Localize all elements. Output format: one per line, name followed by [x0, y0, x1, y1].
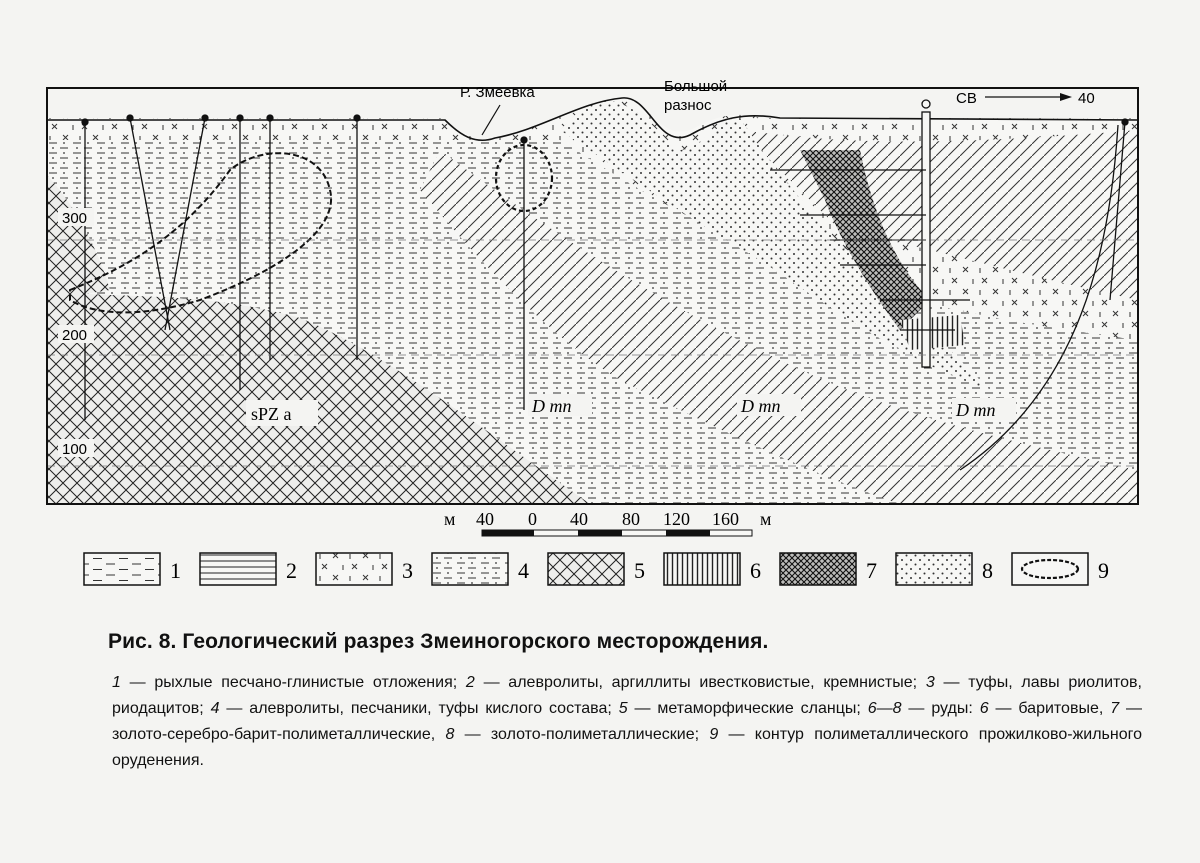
caption-item-number: 3	[925, 674, 935, 691]
caption-item-text: — рыхлые песчано-глинистые отложения;	[120, 674, 466, 691]
scale-unit-right: м	[760, 509, 771, 529]
caption-item-text: — алевролиты, аргиллиты ивестковистые, к…	[474, 674, 926, 691]
caption-item-number: 7	[1110, 700, 1120, 717]
caption-item-text: — золото-серебро-барит-полиметаллические…	[112, 700, 1143, 743]
caption-item-text: — золото-полиметаллические;	[454, 726, 710, 743]
legend-number-6: 6	[750, 558, 761, 583]
legend-contour-icon	[1020, 558, 1080, 580]
unit-label-d2: D mn	[740, 396, 781, 416]
direction-arrow-head	[1060, 93, 1072, 101]
scale-tick-label: 40	[570, 509, 588, 529]
legend-number-1: 1	[170, 558, 181, 583]
legend-number-4: 4	[518, 558, 529, 583]
caption-item-number: 1	[112, 674, 121, 691]
scale-bar: м 40 0 40 80 120 160 м	[444, 509, 771, 537]
ore-barite	[900, 315, 965, 350]
caption-item-number: 6	[979, 700, 989, 717]
legend-swatch-6	[663, 552, 741, 586]
ground-surface	[47, 97, 1138, 142]
section-frame	[46, 87, 1139, 505]
legend-number-8: 8	[982, 558, 993, 583]
legend-number-7: 7	[866, 558, 877, 583]
drill-holes	[81, 114, 1129, 420]
scale-unit-left: м	[444, 509, 455, 529]
unit-label-d1: D mn	[531, 396, 572, 416]
river-leader-line	[481, 104, 501, 136]
figure-caption-title: Рис. 8. Геологический разрез Змеиногорск…	[108, 630, 769, 653]
legend-swatch-4	[431, 552, 509, 586]
section-body	[47, 88, 1138, 504]
layer-loose-sediments	[47, 88, 1138, 140]
scale-tick-label: 160	[712, 509, 739, 529]
ore-gold-polymetallic	[560, 99, 990, 390]
legend-swatch-1	[83, 552, 161, 586]
legend-swatch-5	[547, 552, 625, 586]
river-label: Р. Змеевка	[460, 84, 535, 101]
caption-item-text: — туфы, лавы риолитов, риодацитов;	[112, 674, 1142, 717]
figure-caption-text: 1 — рыхлые песчано-глинистые отложения; …	[112, 670, 1142, 774]
unit-label-d3: D mn	[955, 400, 996, 420]
direction-start-label: СВ	[956, 90, 977, 107]
legend-swatch-8	[895, 552, 973, 586]
legend-number-2: 2	[286, 558, 297, 583]
caption-item-number: 5	[618, 700, 628, 717]
caption-item-number: 2	[465, 674, 475, 691]
scale-tick-label: 40	[476, 509, 494, 529]
pit-label-line1: Большой	[664, 78, 727, 95]
geologic-section-figure: Р. Змеевка Большой разнос СВ 40 300 200 …	[46, 78, 1139, 586]
caption-item-number: 9	[709, 726, 719, 743]
direction-end-label: 40	[1078, 90, 1095, 107]
legend-number-3: 3	[402, 558, 413, 583]
caption-item-text: — контур полиметаллического прожилково-ж…	[112, 726, 1143, 769]
layer-metamorphic-schist	[47, 290, 590, 504]
fault-line	[959, 124, 1119, 471]
legend-swatch-3	[315, 552, 393, 586]
fold-contour	[69, 152, 333, 314]
elevation-label-100: 100	[62, 441, 87, 458]
layer-siltstone-band	[420, 150, 1138, 504]
unit-label-spz: sPZ a	[251, 404, 292, 424]
elevation-label-300: 300	[62, 210, 87, 227]
caption-item-number: 4	[210, 700, 220, 717]
legend-swatch-7	[779, 552, 857, 586]
elevation-label-200: 200	[62, 327, 87, 344]
scale-tick-label: 0	[528, 509, 537, 529]
caption-item-text: — алевролиты, песчаники, туфы кислого со…	[219, 700, 619, 717]
legend-number-5: 5	[634, 558, 645, 583]
legend-swatch-2	[199, 552, 277, 586]
pit-label-line2: разнос	[664, 97, 712, 114]
caption-item-text: — метаморфические сланцы;	[627, 700, 868, 717]
layer-metamorphic-left	[47, 175, 110, 300]
caption-item-number: 6—8	[867, 700, 902, 717]
caption-item-text: — баритовые,	[988, 700, 1111, 717]
scale-tick-label: 120	[663, 509, 690, 529]
caption-item-number: 8	[445, 726, 455, 743]
scale-tick-label: 80	[622, 509, 640, 529]
legend-number-9: 9	[1098, 558, 1109, 583]
caption-item-text: — руды:	[901, 700, 980, 717]
legend: 1 2 3 4 5 6 7 8 9	[83, 552, 1109, 586]
legend-swatch-9	[1011, 552, 1089, 586]
